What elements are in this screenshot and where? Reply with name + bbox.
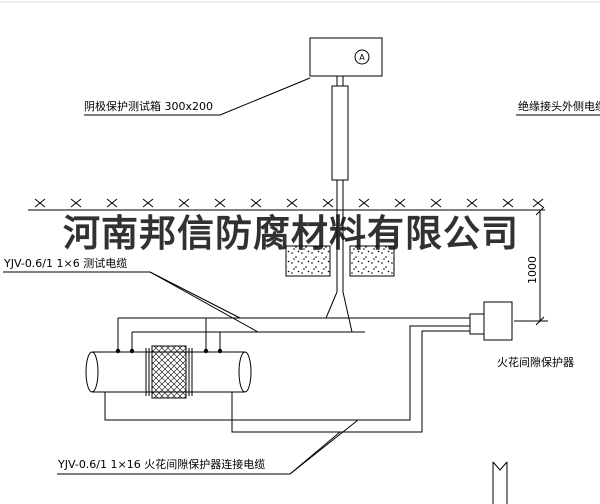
label-connection-cable: YJV-0.6/1 1×16 火花间隙保护器连接电缆 — [57, 457, 265, 471]
dimension-text: 1000 — [526, 256, 539, 284]
label-test-cable: YJV-0.6/1 1×6 测试电缆 — [3, 257, 127, 270]
meter-circle — [354, 49, 370, 65]
conduit-riser — [331, 76, 349, 292]
test-cables — [117, 291, 470, 350]
concrete-block-right — [349, 245, 395, 277]
meter-letter: A — [359, 53, 365, 62]
concrete-block-left — [285, 245, 331, 277]
protector-connection-cables — [104, 325, 470, 433]
insulating-joint — [151, 345, 187, 399]
cable-lug-dots — [115, 348, 223, 354]
ground-hatch — [34, 198, 544, 208]
pipeline — [85, 345, 252, 399]
label-outer-cable: 绝缘接头外侧电缆 — [518, 99, 600, 113]
label-spark-gap: 火花间隙保护器 — [497, 355, 574, 369]
company-watermark: 河南邦信防腐材料有限公司 — [63, 212, 519, 255]
spark-gap-protector — [469, 301, 513, 341]
leader-lines — [3, 77, 600, 475]
label-test-box: 阴极保护测试箱 300x200 — [84, 99, 213, 113]
dimension-1000 — [514, 206, 548, 326]
section-symbol — [492, 461, 508, 504]
test-box — [309, 37, 383, 77]
